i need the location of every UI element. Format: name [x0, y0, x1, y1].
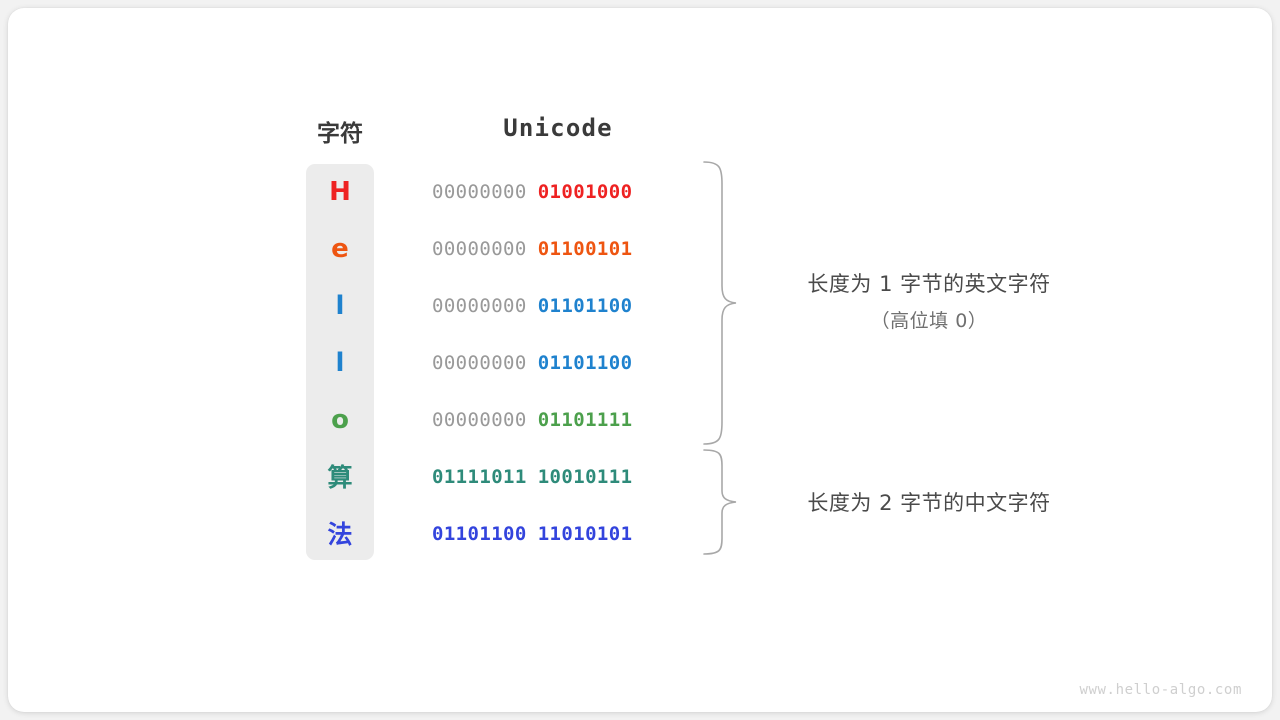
column-header-character: 字符	[317, 121, 363, 147]
column-header-unicode: Unicode	[503, 114, 613, 142]
high-byte: 01111011	[432, 466, 527, 488]
high-byte: 01101100	[432, 523, 527, 545]
low-byte: 11010101	[537, 523, 633, 545]
character-cell: e	[331, 234, 349, 264]
character-cell: H	[329, 177, 351, 207]
character-cell: l	[335, 348, 345, 378]
low-byte: 01100101	[537, 238, 633, 260]
cjk-group-brace	[703, 449, 737, 555]
annotation-cjk: 长度为 2 字节的中文字符	[706, 487, 1152, 517]
high-byte: 00000000	[432, 409, 527, 431]
ascii-group-brace	[703, 161, 737, 445]
unicode-binary-row: 00000000 01101111	[432, 392, 684, 449]
low-byte: 01001000	[537, 181, 633, 203]
watermark: www.hello-algo.com	[1079, 682, 1242, 698]
unicode-binary-row: 01101100 11010101	[432, 506, 684, 563]
high-byte: 00000000	[432, 352, 527, 374]
low-byte: 10010111	[537, 466, 633, 488]
low-byte: 01101111	[537, 409, 633, 431]
unicode-binary-row: 00000000 01101100	[432, 278, 684, 335]
unicode-binary-row: 00000000 01100101	[432, 221, 684, 278]
character-cell: 算	[327, 463, 353, 492]
annotation-cjk-line1: 长度为 2 字节的中文字符	[807, 491, 1051, 515]
low-byte: 01101100	[537, 352, 633, 374]
low-byte: 01101100	[537, 295, 633, 317]
annotation-ascii-line1: 长度为 1 字节的英文字符	[807, 272, 1051, 296]
unicode-binary-row: 01111011 10010111	[432, 449, 684, 506]
character-column-panel	[306, 164, 374, 560]
unicode-binary-row: 00000000 01001000	[432, 164, 684, 221]
annotation-ascii-line2: （高位填 0）	[870, 310, 988, 332]
high-byte: 00000000	[432, 238, 527, 260]
character-cell: l	[335, 291, 345, 321]
annotation-ascii: 长度为 1 字节的英文字符 （高位填 0）	[706, 268, 1152, 333]
high-byte: 00000000	[432, 181, 527, 203]
high-byte: 00000000	[432, 295, 527, 317]
diagram-card	[8, 8, 1272, 712]
character-cell: 法	[327, 520, 353, 549]
character-cell: o	[331, 405, 349, 435]
unicode-binary-row: 00000000 01101100	[432, 335, 684, 392]
